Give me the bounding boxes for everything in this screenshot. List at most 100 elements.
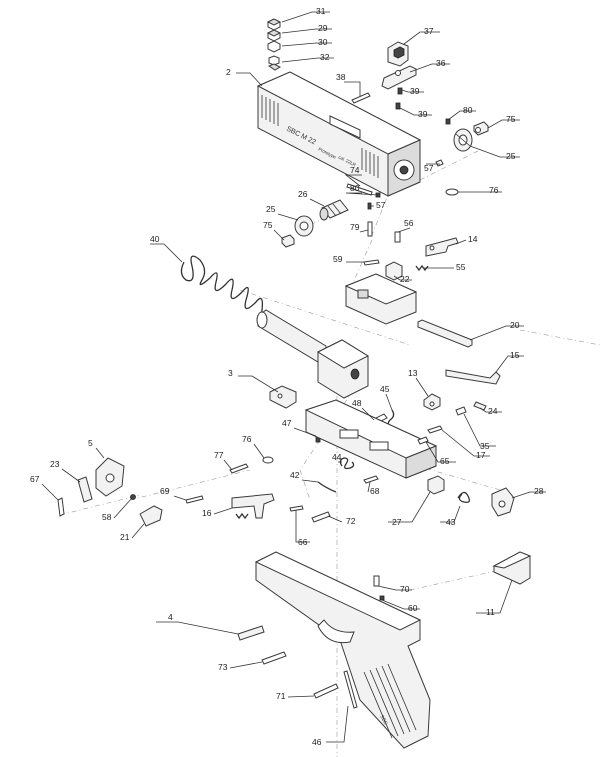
callout-label-c24: 24 — [488, 406, 498, 416]
callout-label-c30: 30 — [318, 37, 328, 47]
part-13 — [423, 393, 441, 411]
callout-label-c39b: 39 — [418, 109, 428, 119]
callout-leader-c39a — [401, 89, 424, 93]
callout-leader-c42 — [301, 479, 319, 483]
pin-46-part — [343, 670, 358, 709]
pin-71-part — [313, 683, 339, 699]
callout-label-c80a: 80 — [463, 105, 473, 115]
screw-75b-part — [281, 234, 295, 248]
part-24 — [473, 401, 487, 411]
callout-label-c36: 36 — [436, 58, 446, 68]
callout-leader-c14 — [455, 239, 467, 245]
callout-leader-c32 — [281, 57, 334, 63]
callout-leader-c35 — [463, 413, 496, 447]
callout-leader-c75a — [487, 119, 520, 129]
callout-leader-c76b — [253, 443, 265, 459]
callout-label-c69: 69 — [160, 486, 170, 496]
callout-label-c5: 5 — [88, 438, 93, 448]
callout-leader-c30 — [281, 42, 332, 47]
callout-leader-c2 — [236, 72, 263, 87]
callout-label-c20: 20 — [510, 320, 520, 330]
spring-44-part — [339, 457, 355, 470]
pin-69-part — [185, 495, 204, 504]
callout-leader-c77 — [223, 459, 233, 471]
callout-leader-c20 — [469, 325, 524, 341]
callout-label-c71: 71 — [276, 691, 286, 701]
callout-label-c77: 77 — [214, 450, 224, 460]
grip-texture — [363, 663, 417, 739]
callout-label-c16: 16 — [202, 508, 212, 518]
pin-79-part — [367, 221, 373, 237]
callout-leader-c27 — [388, 491, 431, 523]
callout-label-c80b: 80 — [350, 183, 360, 193]
spring-55-part — [415, 264, 429, 272]
callout-leader-c65 — [425, 441, 456, 463]
callout-leader-c39b — [399, 107, 432, 116]
callout-label-c13: 13 — [408, 368, 418, 378]
lever-16-part — [231, 493, 275, 520]
spring-42-part — [317, 481, 337, 493]
callout-label-c56: 56 — [404, 218, 414, 228]
callout-leader-c37 — [403, 31, 440, 45]
rear-sight-part — [387, 41, 409, 67]
callout-leader-c43 — [440, 505, 461, 523]
callout-leader-c70 — [377, 585, 412, 591]
pin-77-part — [229, 463, 249, 474]
pin-56-part — [394, 231, 401, 243]
sight-base-part — [381, 65, 417, 90]
callout-label-c57b: 57 — [376, 200, 386, 210]
callout-leader-c67 — [41, 483, 59, 501]
adjuster-25b-part — [294, 215, 314, 237]
callout-leader-c25a — [469, 145, 520, 158]
callout-label-c73: 73 — [218, 662, 228, 672]
callout-label-c11: 11 — [486, 607, 495, 617]
callout-leader-c16 — [213, 507, 233, 515]
callout-label-c66: 66 — [298, 537, 308, 547]
callout-label-c31: 31 — [316, 6, 326, 16]
compensator-26-part — [319, 199, 349, 221]
callout-label-c25a: 25 — [506, 151, 516, 161]
callout-leader-c22 — [393, 275, 412, 281]
guide-rod-20-part — [417, 319, 473, 348]
pin-70-part — [373, 575, 380, 587]
callout-leader-c3 — [238, 375, 279, 393]
callout-leader-c26 — [309, 198, 325, 207]
grip-logo-text: SBC — [378, 714, 388, 726]
callout-leader-c68 — [367, 481, 371, 493]
callout-label-c44: 44 — [332, 452, 342, 462]
callout-label-c15: 15 — [510, 350, 520, 360]
callout-label-c37: 37 — [424, 26, 434, 36]
barrel-part — [256, 309, 370, 399]
pin-68-part — [363, 475, 379, 484]
callout-label-c79: 79 — [350, 222, 360, 232]
callout-label-c39a: 39 — [410, 86, 420, 96]
callout-leader-c58 — [113, 497, 133, 519]
callout-label-c17: 17 — [476, 450, 486, 460]
callout-leader-c73 — [229, 661, 263, 669]
pin-38-part — [351, 92, 371, 104]
pin-74-part — [346, 183, 373, 196]
callout-leader-c38 — [344, 81, 361, 96]
callout-leader-c28 — [511, 491, 546, 499]
pin-65-part — [417, 436, 429, 445]
callout-leader-c69 — [173, 495, 187, 501]
part-28 — [491, 487, 515, 517]
callout-label-c43: 43 — [446, 517, 456, 527]
spring-43-part — [457, 491, 470, 504]
callout-label-c14: 14 — [468, 234, 478, 244]
callout-leader-c11 — [476, 579, 513, 614]
callout-label-c48: 48 — [352, 398, 362, 408]
callout-label-c28: 28 — [534, 486, 544, 496]
callout-label-c74: 74 — [350, 165, 360, 175]
screw-75-part — [473, 121, 489, 136]
pin-73-part — [261, 651, 287, 665]
pin-76b-part — [262, 456, 274, 464]
callout-label-c4: 4 — [168, 612, 173, 622]
callout-label-c45: 45 — [380, 384, 390, 394]
callout-leader-c40 — [150, 243, 183, 263]
callout-leader-c24 — [479, 407, 502, 413]
pin-59-part — [363, 259, 380, 266]
breech-block-part — [344, 273, 418, 325]
callout-label-c38: 38 — [336, 72, 346, 82]
